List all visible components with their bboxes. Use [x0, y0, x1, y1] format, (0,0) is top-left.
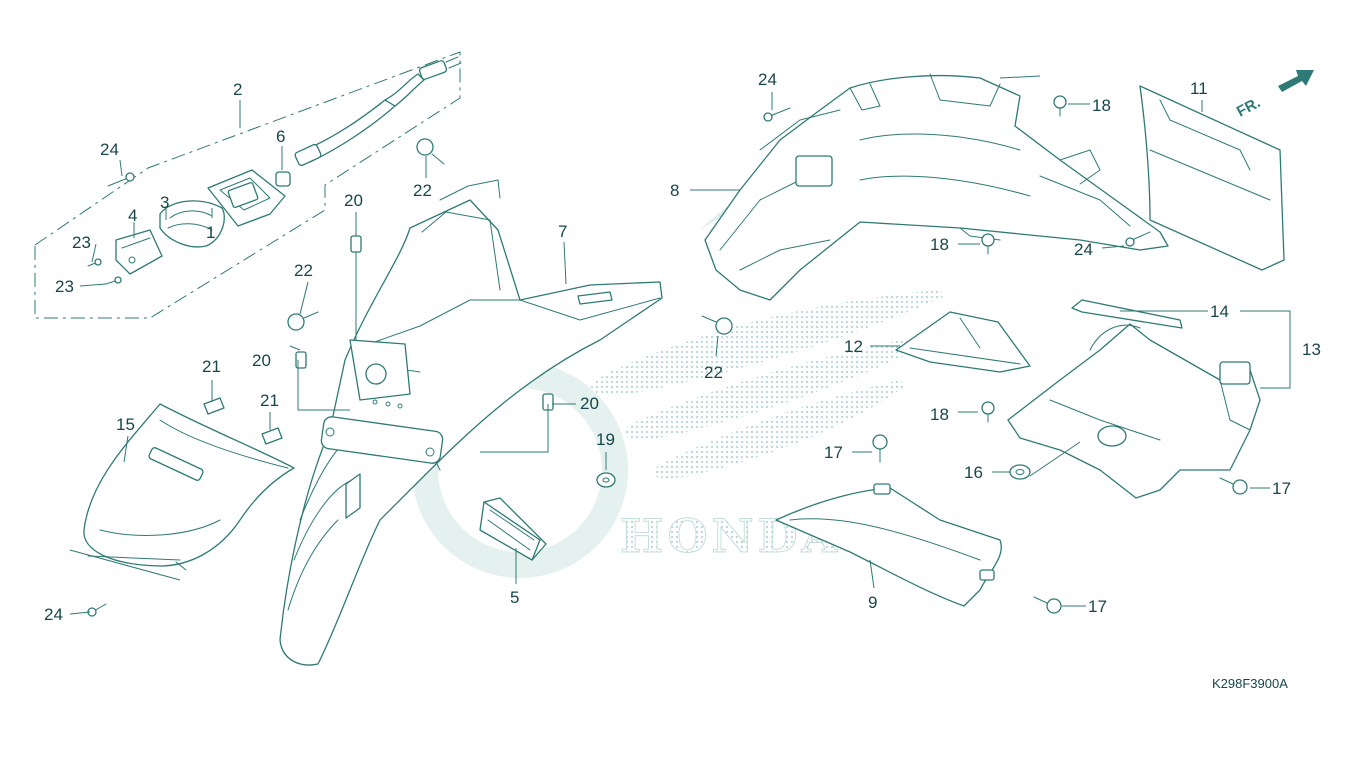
screw-part-24-a	[107, 172, 135, 187]
callout-20-b: 20	[252, 351, 271, 370]
lens-part-3	[159, 200, 225, 248]
callout-5: 5	[510, 588, 519, 607]
callout-6: 6	[276, 127, 285, 146]
callout-23-b: 23	[55, 277, 74, 296]
inner-fender-part-8	[704, 73, 1169, 301]
callout-8: 8	[670, 181, 679, 200]
mud-flap-part-11	[1139, 85, 1285, 271]
callout-labels: 2 24 6 3 4 1 23 23 22 20 22 20 7 22 20 1…	[44, 70, 1321, 624]
callout-14: 14	[1210, 302, 1229, 321]
screw-part-24-d	[87, 603, 107, 617]
washer-part-16	[1009, 464, 1031, 480]
callout-18-c: 18	[930, 405, 949, 424]
callout-24-c: 24	[1074, 240, 1093, 259]
callout-21-b: 21	[260, 391, 279, 410]
callout-3: 3	[160, 193, 169, 212]
callout-18-b: 18	[930, 235, 949, 254]
seal-strip-part-14	[1071, 299, 1183, 329]
reflector-part-5	[479, 497, 547, 561]
light-cover-part-12	[895, 311, 1031, 373]
callout-17-a: 17	[824, 443, 843, 462]
bolts-part-22	[287, 138, 733, 335]
callout-7: 7	[558, 222, 567, 241]
callout-17-c: 17	[1088, 597, 1107, 616]
callout-23-a: 23	[72, 233, 91, 252]
callout-13: 13	[1302, 340, 1321, 359]
callout-1: 1	[206, 223, 215, 242]
callout-24-d: 24	[44, 605, 63, 624]
callout-20-a: 20	[344, 191, 363, 210]
base-part-1	[207, 169, 286, 227]
rear-cowl-part-15	[83, 403, 295, 571]
callout-12: 12	[844, 337, 863, 356]
callout-9: 9	[868, 593, 877, 612]
callout-2: 2	[233, 80, 242, 99]
svg-text:FR.: FR.	[1234, 94, 1263, 120]
drawing-code: K298F3900A	[1212, 676, 1288, 691]
leader-lines	[69, 75, 1291, 615]
clips-part-21	[203, 397, 283, 445]
harness-part-2	[294, 56, 462, 167]
callout-16: 16	[964, 463, 983, 482]
callout-11: 11	[1190, 79, 1208, 98]
collar-part-19	[596, 472, 616, 488]
socket-part-6	[275, 171, 291, 187]
callout-21-a: 21	[202, 357, 221, 376]
callout-18-a: 18	[1092, 96, 1111, 115]
clips-part-18	[981, 95, 1067, 423]
callout-24-a: 24	[100, 140, 119, 159]
callout-20-c: 20	[580, 394, 599, 413]
bracket-part-13	[1007, 323, 1261, 499]
callout-17-b: 17	[1272, 479, 1291, 498]
callout-22-b: 22	[294, 261, 313, 280]
callout-24-b: 24	[758, 70, 777, 89]
bolts-part-17	[872, 434, 1248, 614]
license-light-group-frame	[34, 51, 461, 319]
callout-15: 15	[116, 415, 135, 434]
screw-part-24-c	[1125, 231, 1151, 247]
callout-22-c: 22	[704, 363, 723, 382]
rear-fender-part-7	[279, 179, 663, 666]
screw-part-24-b	[763, 107, 791, 122]
front-direction-indicator: FR.	[1234, 70, 1314, 121]
cover-part-4	[115, 229, 163, 275]
callout-19: 19	[596, 430, 615, 449]
callout-4: 4	[128, 206, 137, 225]
callout-22-a: 22	[413, 181, 432, 200]
screws-part-23	[87, 258, 122, 285]
under-cover-part-9	[775, 483, 1002, 607]
